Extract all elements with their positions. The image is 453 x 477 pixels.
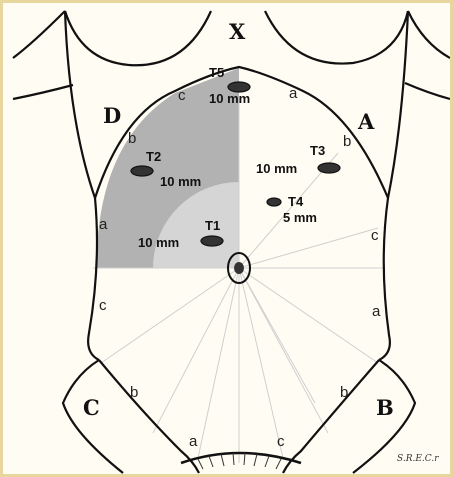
edge-label: c [371, 227, 379, 244]
trocar-label: T1 [205, 218, 220, 233]
edge-label: c [178, 87, 186, 104]
edge-label: a [372, 303, 381, 320]
trocar-port-marker [318, 163, 340, 173]
edge-label: b [340, 384, 348, 401]
edge-label: b [343, 133, 351, 150]
trocar-label: T2 [146, 149, 161, 164]
corner-label-x: X [229, 19, 246, 44]
edge-label: a [189, 433, 198, 450]
trocar-label: T3 [310, 143, 325, 158]
corner-label-c: C [83, 395, 100, 420]
left-upper-arm [13, 11, 73, 99]
edge-label: c [99, 297, 107, 314]
trocar-size: 10 mm [160, 174, 201, 189]
trocar-t4: T4 5 mm [267, 194, 317, 225]
edge-label: a [289, 85, 298, 102]
left-flank [65, 11, 99, 360]
trocar-t3: T3 10 mm [256, 143, 340, 176]
trocar-size: 10 mm [256, 161, 297, 176]
trocar-size: 10 mm [209, 91, 250, 106]
trocar-size: 5 mm [283, 210, 317, 225]
trocar-port-marker [201, 236, 223, 246]
author-credit: S.R.E.C.r [397, 454, 439, 464]
trocar-label: T4 [288, 194, 304, 209]
abdominal-trocar-diagram: X D A C B c b a a b c c b a a b c T5 10 … [3, 3, 450, 474]
edge-label: c [277, 433, 285, 450]
corner-label-b: B [376, 395, 394, 420]
left-groin [99, 360, 199, 473]
trocar-port-marker [131, 166, 153, 176]
right-upper-arm [405, 11, 450, 99]
edge-label: b [130, 384, 138, 401]
right-breast-curve [265, 11, 408, 64]
left-breast-curve [65, 11, 211, 65]
edge-label: b [128, 130, 136, 147]
trocar-port-marker [267, 198, 281, 206]
corner-label-a: A [357, 109, 375, 134]
trocar-size: 10 mm [138, 235, 179, 250]
edge-label: a [99, 216, 108, 233]
trocar-label: T5 [209, 65, 224, 80]
corner-label-d: D [103, 103, 121, 128]
